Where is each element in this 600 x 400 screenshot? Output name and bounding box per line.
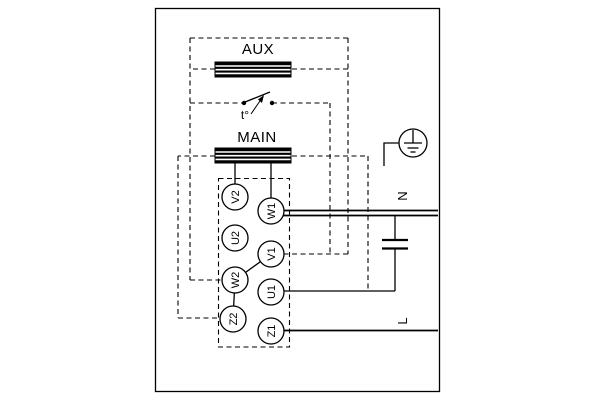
- thermal-switch-icon: [241, 91, 275, 115]
- main-label: MAIN: [237, 129, 277, 146]
- svg-text:U2: U2: [230, 231, 242, 245]
- terminal-u2: U2: [221, 224, 249, 252]
- aux-winding: [214, 61, 292, 78]
- svg-text:V2: V2: [230, 190, 242, 203]
- terminal-block: [217, 177, 291, 348]
- live-label: L: [395, 317, 410, 324]
- svg-text:Z2: Z2: [228, 313, 240, 326]
- main-winding: [214, 147, 292, 164]
- terminal-v2: V2: [221, 183, 249, 211]
- svg-text:W2: W2: [230, 272, 242, 289]
- thermal-switch-label: t°: [241, 108, 249, 122]
- terminal-z1: Z1: [257, 317, 285, 345]
- svg-text:Z1: Z1: [266, 325, 278, 338]
- terminal-w2: W2: [221, 266, 249, 294]
- earth-icon: [383, 128, 428, 166]
- terminal-z2: Z2: [219, 305, 247, 333]
- svg-text:V1: V1: [266, 247, 278, 260]
- neutral-label: N: [395, 191, 410, 200]
- diagram-border: [154, 7, 441, 393]
- aux-label: AUX: [242, 41, 274, 58]
- terminal-u1: U1: [257, 278, 285, 306]
- dashed-wiring: [177, 37, 369, 319]
- capacitor-icon: [382, 216, 408, 291]
- svg-text:U1: U1: [266, 285, 278, 299]
- supply-lines: [283, 209, 438, 332]
- svg-text:W1: W1: [266, 203, 278, 220]
- terminal-v1: V1: [257, 240, 285, 268]
- terminal-w1: W1: [257, 197, 285, 225]
